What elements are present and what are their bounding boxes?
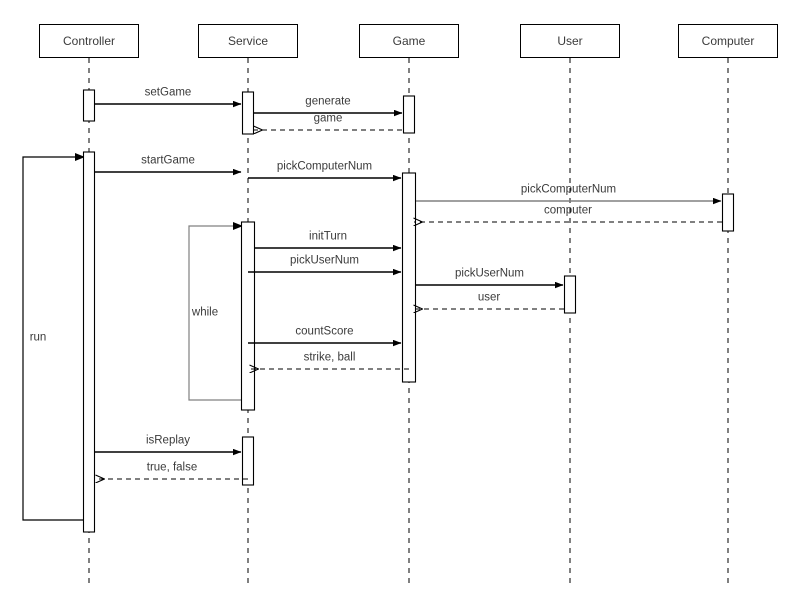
fragment-arrowhead-frag-while	[233, 222, 243, 230]
activation-bar-act-service-1[interactable]	[241, 91, 255, 135]
message-label-msg-initturn: initTurn	[309, 230, 347, 243]
message-label-msg-startgame: startGame	[141, 154, 195, 167]
participant-box-service[interactable]: Service	[198, 24, 298, 58]
activation-bar-act-controller-2[interactable]	[82, 151, 96, 533]
message-label-msg-generate: generate	[305, 95, 351, 108]
participant-box-game[interactable]: Game	[359, 24, 459, 58]
message-label-msg-strikeball: strike, ball	[303, 351, 356, 364]
fragments-group	[22, 153, 248, 521]
fragment-path-frag-run	[22, 156, 89, 521]
message-label-msg-setgame: setGame	[144, 86, 192, 99]
fragment-label-frag-run: run	[29, 331, 47, 344]
participant-box-computer[interactable]: Computer	[678, 24, 778, 58]
activations-group	[82, 89, 735, 533]
message-label-msg-pickcomputernum2: pickComputerNum	[520, 183, 617, 196]
message-label-msg-game-return: game	[313, 112, 343, 125]
participant-label-game: Game	[392, 34, 426, 48]
message-label-msg-computer-return: computer	[544, 204, 592, 217]
participant-label-computer: Computer	[701, 34, 755, 48]
message-label-msg-truefalse: true, false	[146, 461, 198, 474]
activation-bar-act-service-3[interactable]	[241, 436, 255, 486]
fragment-path-frag-while	[188, 225, 248, 401]
participant-label-user: User	[557, 34, 583, 48]
message-label-msg-pickusernum2: pickUserNum	[454, 267, 525, 280]
message-label-msg-countscore: countScore	[295, 325, 354, 338]
message-label-msg-pickcomputernum: pickComputerNum	[276, 160, 373, 173]
messages-group	[95, 100, 722, 479]
message-label-msg-pickusernum: pickUserNum	[289, 254, 360, 267]
participant-box-user[interactable]: User	[520, 24, 620, 58]
participant-label-service: Service	[227, 34, 268, 48]
fragment-label-frag-while: while	[191, 306, 219, 319]
message-label-msg-isreplay: isReplay	[145, 434, 191, 447]
activation-bar-act-service-2[interactable]	[240, 221, 256, 411]
activation-bar-act-game-1[interactable]	[402, 95, 416, 134]
activation-bar-act-user-1[interactable]	[563, 275, 577, 314]
activation-bar-act-computer-1[interactable]	[721, 193, 735, 232]
activation-bar-act-controller-1[interactable]	[82, 89, 96, 122]
message-label-msg-user-return: user	[477, 291, 501, 304]
fragment-arrowhead-frag-run	[75, 153, 85, 161]
participant-label-controller: Controller	[62, 34, 116, 48]
participant-box-controller[interactable]: Controller	[39, 24, 139, 58]
activation-bar-act-game-2[interactable]	[401, 172, 417, 383]
